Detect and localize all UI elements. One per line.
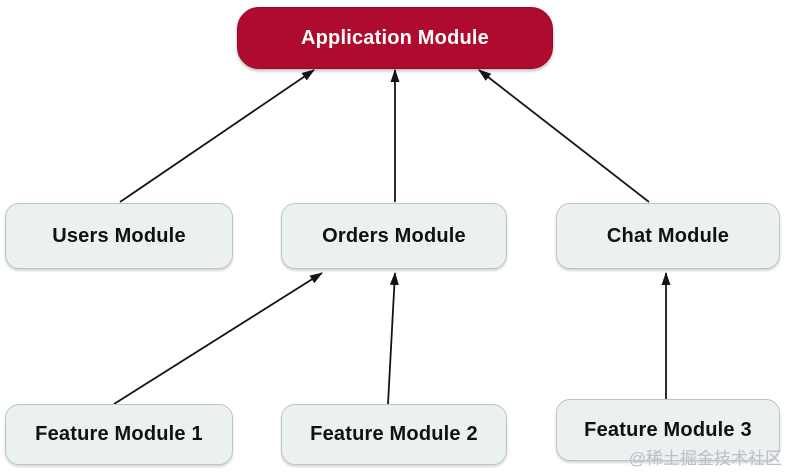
node-label: Orders Module [322,224,466,247]
node-label: Feature Module 2 [310,423,478,445]
node-label: Users Module [52,224,186,247]
node-application-module: Application Module [237,7,553,69]
node-label: Feature Module 3 [584,418,752,441]
node-label: Application Module [300,26,490,49]
node-label: Chat Module [606,224,730,247]
watermark: @稀土掘金技术社区 [628,449,782,468]
node-chat-module: Chat Module [556,203,780,269]
arrow-users-to-app [119,69,315,203]
node-label: Feature Module 1 [35,423,203,445]
node-feature-module-1: Feature Module 1 [5,404,233,465]
node-feature-module-3: Feature Module 3 [556,399,780,461]
node-users-module: Users Module [5,203,233,269]
arrow-fm2-to-orders [387,272,399,405]
arrow-fm1-to-orders [113,272,323,405]
arrow-chat-to-app [478,69,650,203]
node-feature-module-2: Feature Module 2 [281,404,507,465]
node-orders-module: Orders Module [281,203,507,269]
